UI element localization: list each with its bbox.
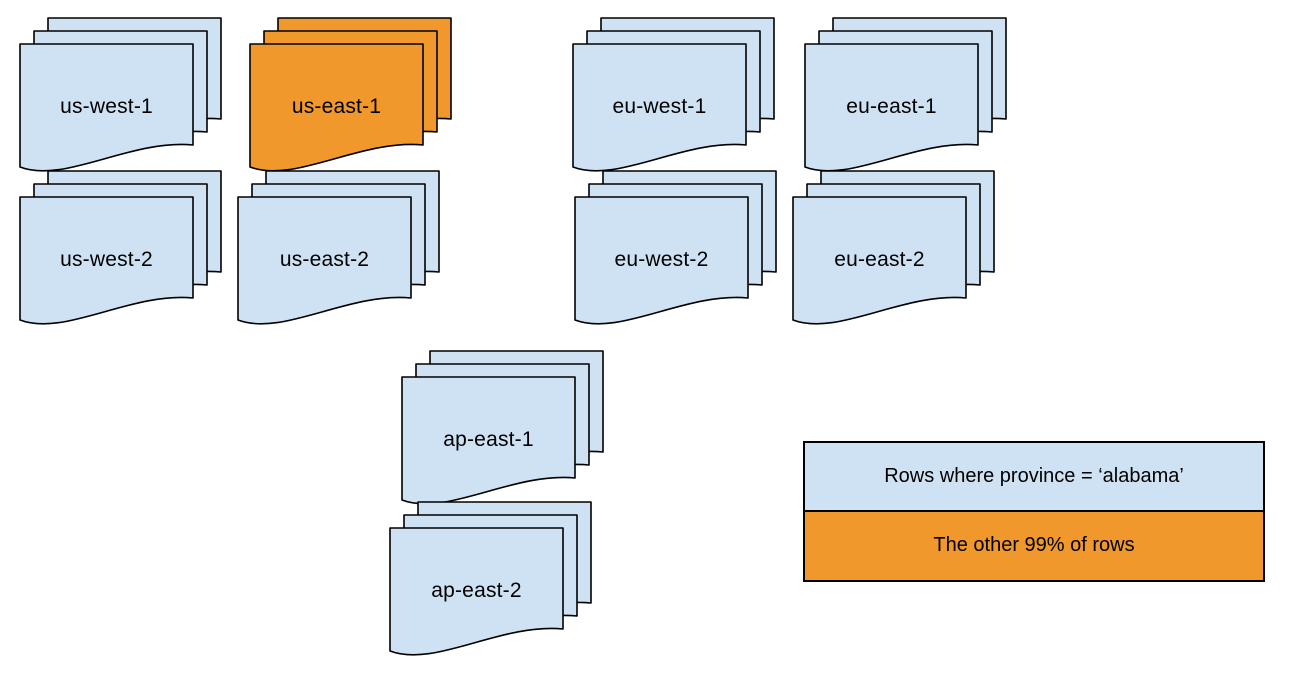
region-stack-us-west-1: us-west-1	[19, 17, 223, 173]
legend-row-other-rows: The other 99% of rows	[805, 511, 1263, 580]
document-stack-icon	[792, 170, 995, 325]
region-stack-eu-east-1: eu-east-1	[804, 17, 1008, 173]
document-stack-icon	[19, 170, 222, 325]
region-stack-eu-west-1: eu-west-1	[572, 17, 776, 173]
region-stack-us-west-2: us-west-2	[19, 170, 223, 326]
region-label: eu-west-2	[614, 248, 709, 271]
region-stack-eu-west-2: eu-west-2	[574, 170, 778, 326]
document-stack-icon	[401, 350, 604, 505]
region-stack-eu-east-2: eu-east-2	[792, 170, 996, 326]
region-stack-ap-east-1: ap-east-1	[401, 350, 605, 506]
document-stack-icon	[574, 170, 777, 325]
region-label: eu-east-2	[834, 248, 925, 271]
region-stack-us-east-1: us-east-1	[249, 17, 453, 173]
region-label: eu-west-1	[612, 95, 707, 118]
document-stack-icon	[804, 17, 1007, 172]
legend-row-alabama: Rows where province = ‘alabama’	[805, 443, 1263, 512]
region-label: us-east-1	[291, 95, 382, 118]
document-stack-icon	[237, 170, 440, 325]
region-label: us-west-2	[60, 248, 153, 271]
region-label: ap-east-1	[443, 428, 534, 451]
legend: Rows where province = ‘alabama’ The othe…	[803, 441, 1265, 582]
document-stack-icon	[19, 17, 222, 172]
region-stack-us-east-2: us-east-2	[237, 170, 441, 326]
region-label: eu-east-1	[846, 95, 937, 118]
document-stack-icon	[389, 501, 592, 656]
region-stack-ap-east-2: ap-east-2	[389, 501, 593, 657]
region-label: us-east-2	[279, 248, 370, 271]
region-label: us-west-1	[60, 95, 153, 118]
region-label: ap-east-2	[431, 579, 522, 602]
document-stack-icon	[572, 17, 775, 172]
document-stack-icon	[249, 17, 452, 172]
